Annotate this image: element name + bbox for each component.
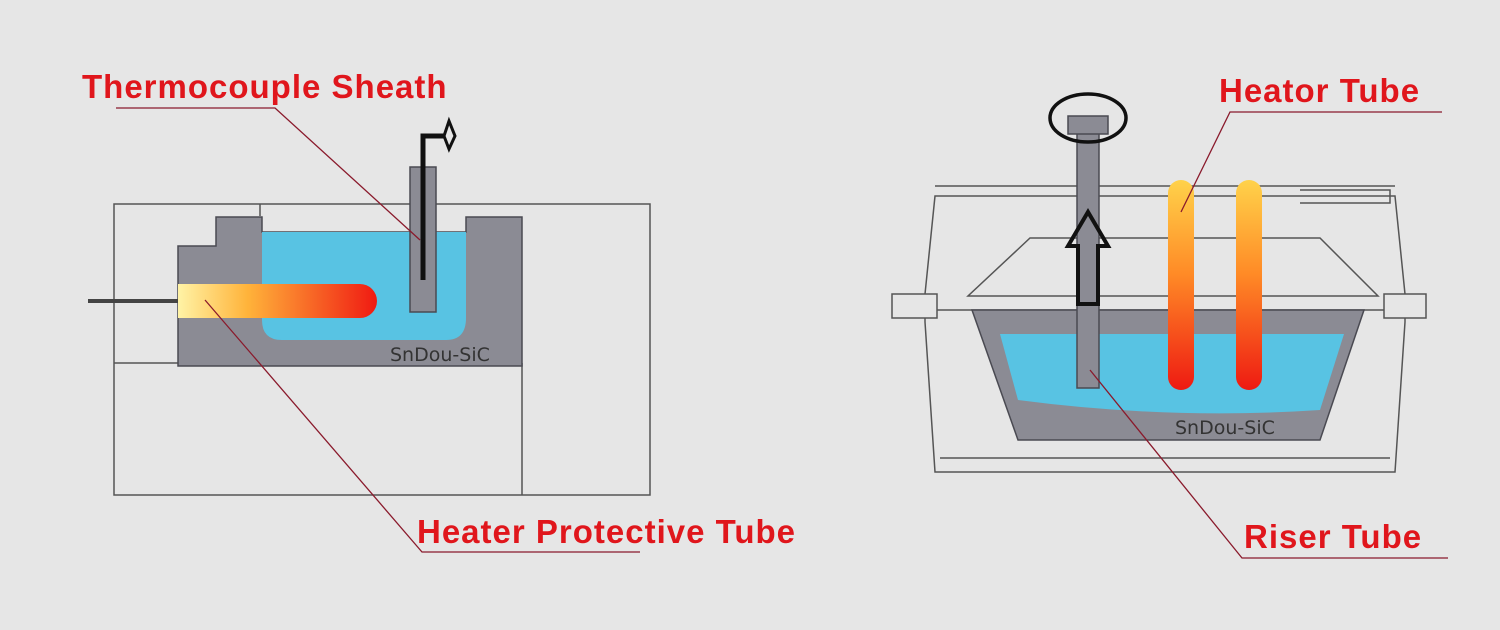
heater-protective-tube	[178, 284, 377, 318]
thermocouple-connector	[442, 116, 457, 153]
left-brand-mark: SnDou-SiC	[390, 344, 490, 366]
riser-tube	[1076, 131, 1100, 389]
heater-protective-tube-label: Heater Protective Tube	[417, 513, 797, 550]
riser-tube-leader-line	[1089, 369, 1448, 559]
top-flange	[1300, 189, 1391, 204]
flow-up-arrow	[1064, 208, 1112, 306]
right-brand-mark: SnDou-SiC	[1175, 417, 1275, 439]
heater-rod	[88, 299, 180, 303]
left-furnace: SnDou-SiC	[88, 107, 651, 553]
heator-tube-2	[1236, 180, 1262, 390]
heater-tube-leader-line	[204, 299, 640, 553]
right-lug	[1383, 293, 1427, 319]
thermocouple-leader-line	[116, 107, 421, 241]
riser-tube-cap	[1067, 115, 1109, 135]
riser-tube-label: Riser Tube	[1244, 518, 1423, 555]
heator-tube-leader-line	[1180, 111, 1442, 213]
left-lug	[891, 293, 938, 319]
heator-tube-label: Heator Tube	[1219, 72, 1421, 109]
heator-tube-1	[1168, 180, 1194, 390]
thermocouple-sheath-label: Thermocouple Sheath	[82, 68, 448, 105]
thermocouple-lead	[420, 133, 444, 148]
riser-top-circle	[1048, 92, 1128, 144]
left-furnace-frame	[113, 203, 651, 496]
right-housing-top	[966, 237, 1380, 297]
right-furnace: SnDou-SiC	[891, 92, 1448, 559]
